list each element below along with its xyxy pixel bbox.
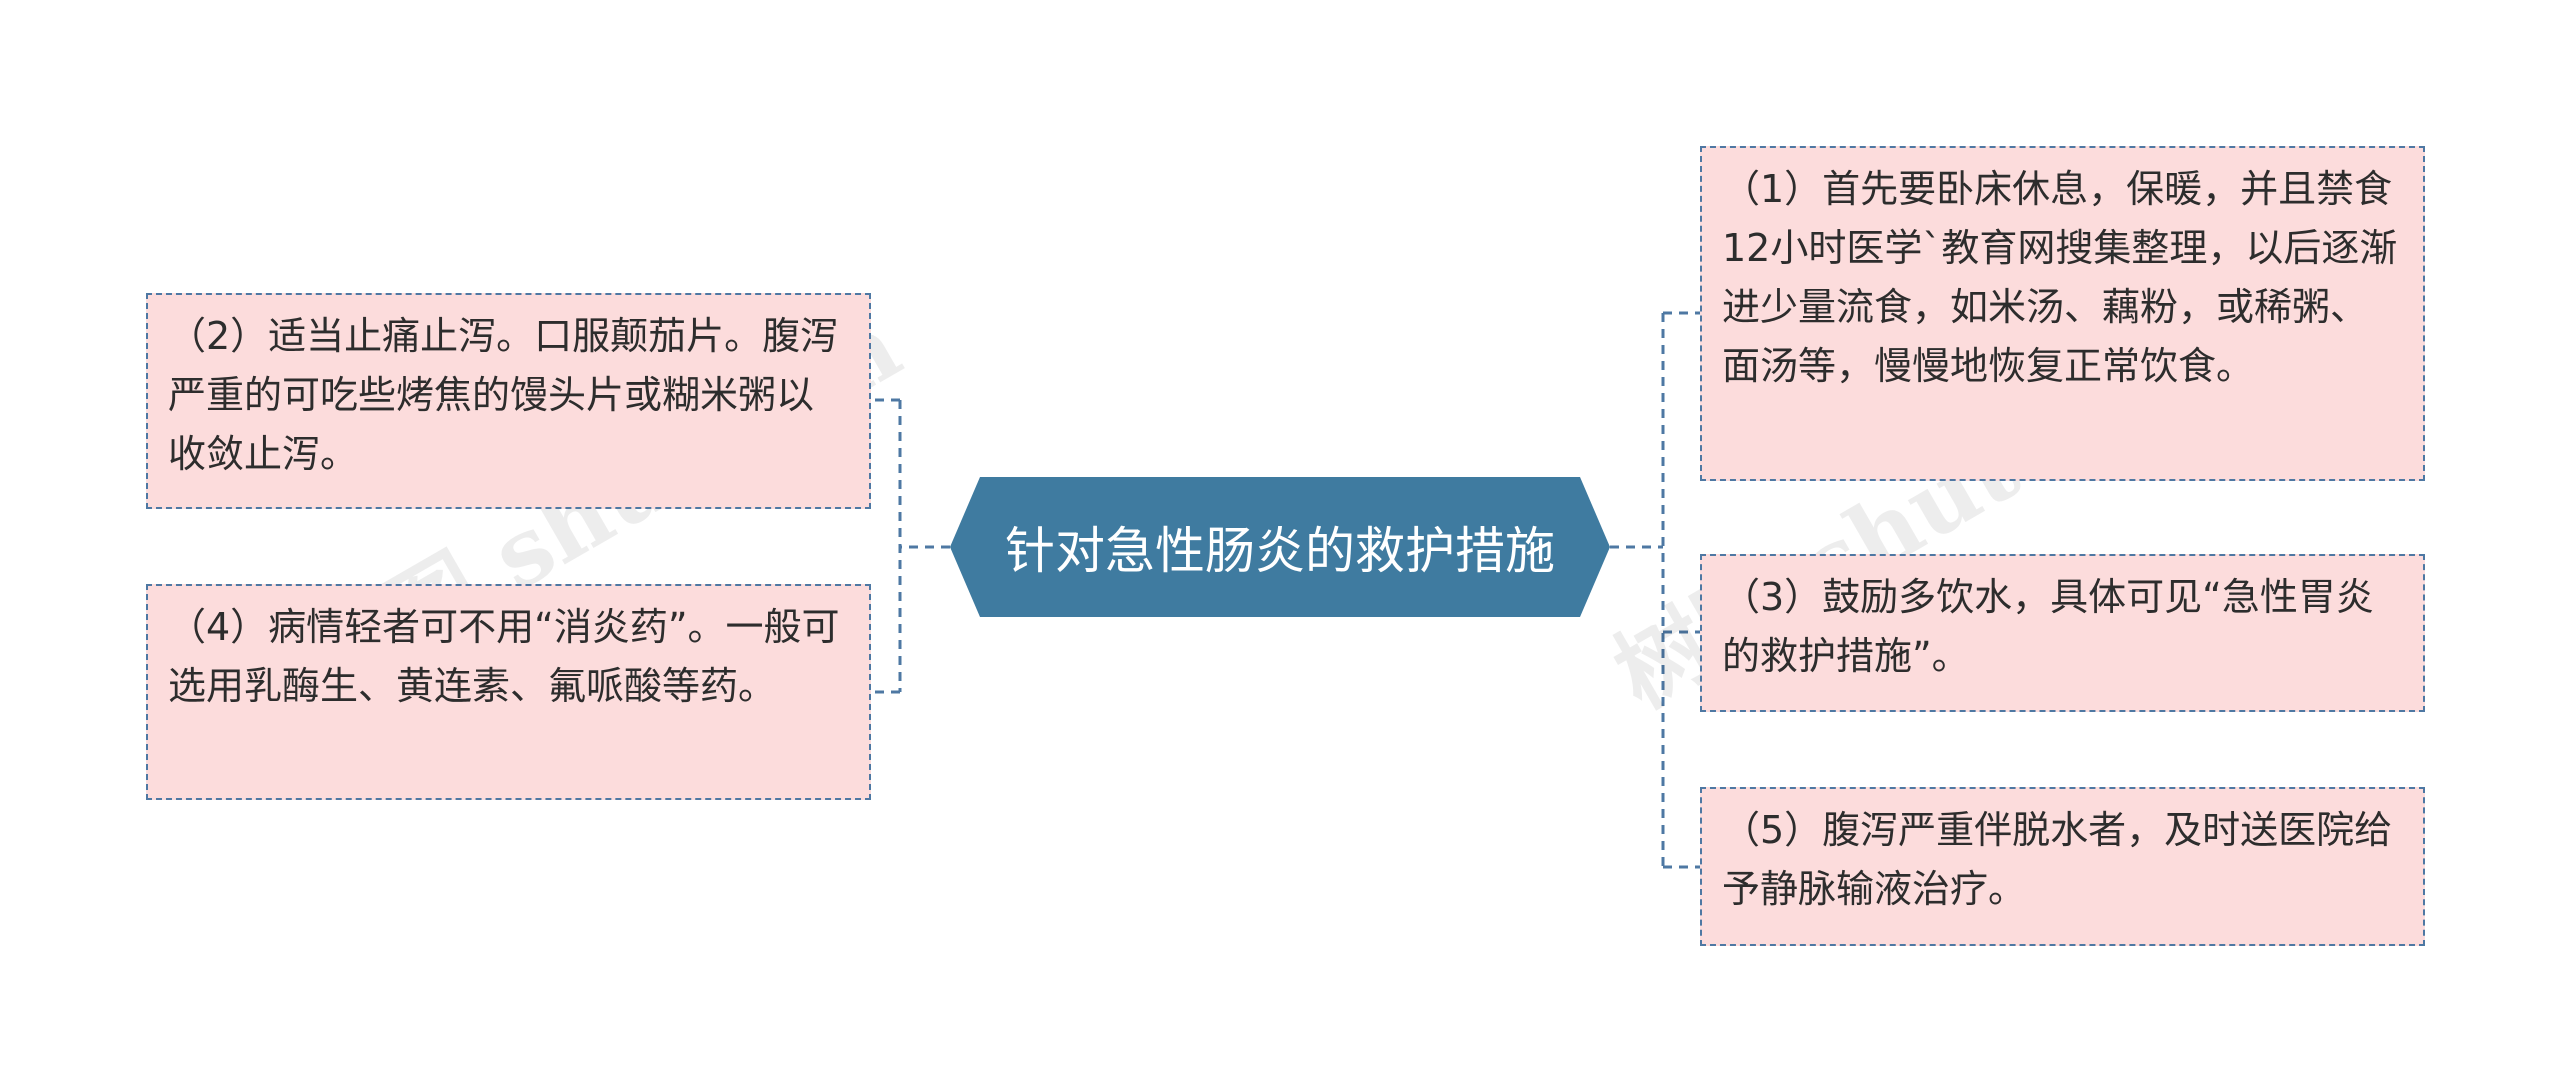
connector-left-trunk bbox=[898, 400, 950, 692]
connector-right-trunk bbox=[1610, 313, 1665, 867]
topic-node-5[interactable]: （5）腹泻严重伴脱水者，及时送医院给予静脉输液治疗。 bbox=[1700, 787, 2425, 946]
root-node-shape bbox=[950, 477, 1610, 617]
connectors bbox=[871, 311, 1700, 869]
topic-node-1[interactable]: （1）首先要卧床休息，保暖，并且禁食12小时医学`教育网搜集整理，以后逐渐进少量… bbox=[1700, 146, 2425, 481]
topic-node-4[interactable]: （4）病情轻者可不用“消炎药”。一般可选用乳酶生、黄连素、氟哌酸等药。 bbox=[146, 584, 871, 800]
topic-node-3[interactable]: （3）鼓励多饮水，具体可见“急性胃炎的救护措施”。 bbox=[1700, 554, 2425, 712]
topic-node-2[interactable]: （2）适当止痛止泻。口服颠茄片。腹泻严重的可吃些烤焦的馒头片或糊米粥以收敛止泻。 bbox=[146, 293, 871, 509]
root-node[interactable]: 针对急性肠炎的救护措施 bbox=[1005, 522, 1555, 580]
